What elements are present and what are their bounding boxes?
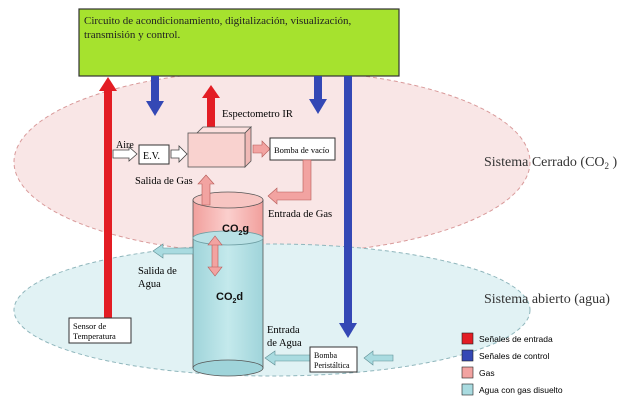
open-system-zone <box>13 243 531 377</box>
legend-label-gas: Gas <box>479 368 495 378</box>
control-box-text-line1: Circuito de acondicionamiento, digitaliz… <box>84 15 352 27</box>
spectrometer-label: Espectometro IR <box>222 109 293 120</box>
control-signal-arrow-vacuum-pump <box>309 76 327 114</box>
vacuum-pump-box <box>269 137 336 161</box>
entrada-agua-label-2: de Agua <box>267 338 302 349</box>
entrada-gas-label: Entrada de Gas <box>268 209 332 220</box>
peristaltic-pump-label-2: Peristáltica <box>314 361 350 370</box>
peristaltic-pump-box <box>309 346 358 373</box>
water-out-arrow <box>152 243 194 259</box>
vacuum-pump-label: Bomba de vacío <box>274 145 329 155</box>
entrada-agua-label-1: Entrada <box>267 325 300 336</box>
open-system-label: Sistema abierto (agua) <box>484 292 610 307</box>
gas-water-exchange-arrow <box>207 235 223 277</box>
salida-agua-label-1: Salida de <box>138 266 177 277</box>
legend-swatch-gas <box>461 366 474 379</box>
legend-label-control: Señales de control <box>479 351 550 361</box>
ev-label: E.V. <box>143 151 160 162</box>
temperature-sensor-box <box>68 317 132 344</box>
legend-label-input: Señales de entrada <box>479 334 553 344</box>
aire-arrow <box>112 146 138 162</box>
ev-valve-box <box>138 144 170 165</box>
salida-gas-label: Salida de Gas <box>135 176 193 187</box>
legend-swatch-input <box>461 332 474 345</box>
sensor-label-1: Sensor de <box>73 321 107 331</box>
water-in-arrow <box>264 350 311 366</box>
legend: Señales de entrada Señales de control Ga… <box>461 332 563 396</box>
closed-system-zone <box>13 69 531 255</box>
spectrometer-ir <box>187 126 252 168</box>
legend-swatch-water <box>461 383 474 396</box>
peristaltic-pump-label-1: Bomba <box>314 351 338 360</box>
control-circuit-box <box>78 8 400 77</box>
co2d-label: CO2d <box>216 291 243 305</box>
water-tank <box>192 191 264 377</box>
sensor-label-2: Temperatura <box>73 331 116 341</box>
water-into-pump-arrow <box>363 350 394 366</box>
pump-to-tank-gas-arrow <box>267 159 312 205</box>
legend-swatch-control <box>461 349 474 362</box>
input-signal-arrow-spectrometer <box>202 85 220 133</box>
co2g-label: CO2g <box>222 223 249 237</box>
control-box-text-line2: transmisión y control. <box>84 29 180 41</box>
ev-to-spectrometer-arrow <box>170 145 188 163</box>
legend-label-water: Agua con gas disuelto <box>479 385 563 395</box>
control-signal-arrow-ev <box>146 76 164 116</box>
salida-agua-label-2: Agua <box>138 279 161 290</box>
aire-label: Aire <box>116 140 134 151</box>
tank-to-spectrometer-gas-arrow <box>197 174 215 206</box>
closed-system-label: Sistema Cerrado (CO2 ) <box>484 155 618 171</box>
spectrometer-to-pump-arrow <box>252 140 271 158</box>
input-signal-arrow-temperature <box>99 77 117 318</box>
control-signal-arrow-peristaltic-pump <box>339 76 357 338</box>
